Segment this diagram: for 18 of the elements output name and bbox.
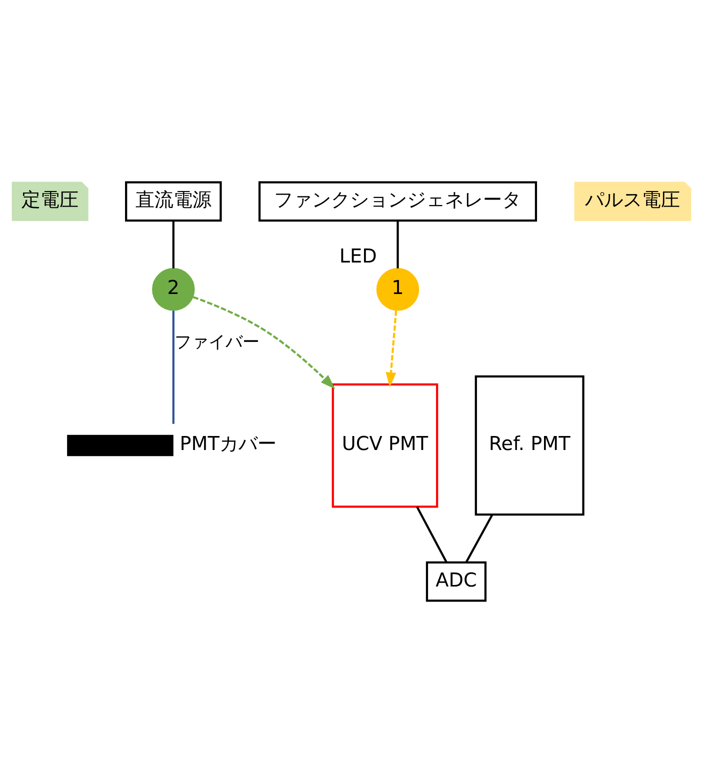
- connector: [416, 506, 448, 563]
- arrow: [386, 310, 398, 388]
- node-box: ADC: [426, 561, 487, 602]
- edge-label: ファイバー: [174, 332, 260, 352]
- arrow: [192, 296, 336, 390]
- node-label: PMTカバー: [180, 432, 277, 456]
- node-box: UCV PMT: [332, 383, 438, 508]
- node-box: ファンクションジェネレータ: [258, 181, 538, 222]
- node-box: 直流電源: [125, 181, 222, 222]
- connector: [172, 310, 174, 424]
- node-box: Ref. PMT: [474, 375, 584, 516]
- connector: [172, 220, 174, 268]
- connector: [396, 220, 399, 268]
- node-bar: [67, 434, 174, 456]
- node-circle: 2: [152, 268, 195, 311]
- node-label: LED: [339, 244, 377, 268]
- node-circle: 1: [376, 268, 420, 311]
- connector: [465, 514, 494, 563]
